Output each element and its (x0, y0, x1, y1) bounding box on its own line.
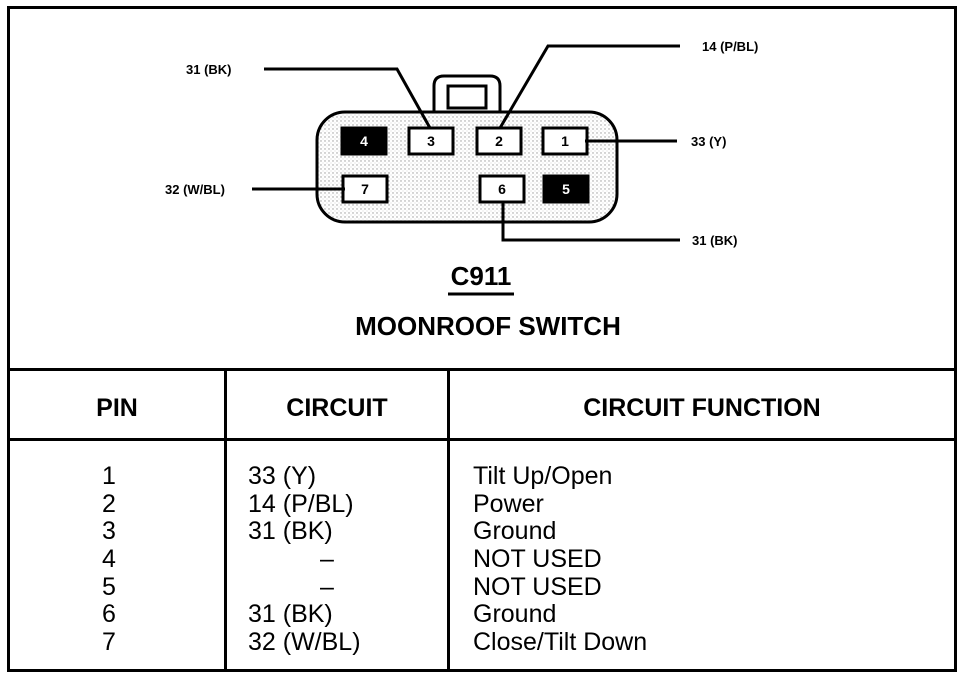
wire-label-pin-6: 31 (BK) (692, 233, 738, 248)
table-cell-function: NOT USED (473, 545, 602, 574)
connector-cavity-4: 4 (340, 126, 388, 156)
table-top-rule (7, 368, 957, 371)
cavity-number-7: 7 (361, 181, 369, 197)
leader-line-pin-3 (264, 67, 432, 129)
cavity-number-6: 6 (498, 181, 506, 197)
circuit-column: 33 (Y)14 (P/BL)31 (BK)––31 (BK)32 (W/BL) (248, 462, 438, 657)
connector-id: C911 (451, 261, 512, 291)
column-divider-1 (224, 368, 227, 672)
table-cell-function: NOT USED (473, 572, 602, 601)
header-circuit-function: CIRCUIT FUNCTION (583, 394, 821, 422)
header-circuit: CIRCUIT (286, 394, 388, 422)
table-cell-pin: 1 (102, 462, 116, 490)
connector-cavity-2: 2 (475, 126, 523, 156)
table-cell-pin: 7 (102, 628, 116, 657)
table-cell-pin: 6 (102, 600, 116, 629)
column-divider-2 (447, 368, 450, 672)
cavity-number-4: 4 (360, 133, 368, 149)
cavity-number-1: 1 (561, 133, 569, 149)
connector-lock-slot (446, 84, 488, 110)
connector-cavity-1: 1 (541, 126, 589, 156)
outer-frame (7, 6, 957, 672)
connector-diagram: 1 2 3 4 5 6 7 31 (BK) 14 (P/BL) 33 (Y) 32 (W/B… (165, 39, 758, 341)
table-cell-pin: 4 (102, 545, 116, 574)
table-cell-pin: 5 (102, 572, 116, 601)
connector-cavity-6: 6 (478, 174, 526, 204)
table-cell-function: Close/Tilt Down (473, 628, 648, 657)
table-cell-circuit: 31 (BK) (248, 600, 333, 629)
table-cell-circuit: – (320, 545, 334, 574)
table-cell-circuit: – (320, 572, 334, 601)
connector-name: MOONROOF SWITCH (355, 311, 621, 341)
table-cell-circuit: 14 (P/BL) (248, 489, 354, 518)
connector-cavity-7: 7 (341, 174, 389, 204)
table-cell-function: Ground (473, 517, 557, 546)
cavity-number-3: 3 (427, 133, 435, 149)
cavity-number-5: 5 (562, 181, 570, 197)
wire-label-pin-3: 31 (BK) (186, 62, 232, 77)
header-bottom-rule (7, 438, 957, 441)
wire-label-pin-2: 14 (P/BL) (702, 39, 758, 54)
wire-label-pin-1: 33 (Y) (691, 134, 726, 149)
table-cell-function: Ground (473, 600, 557, 629)
table-cell-pin: 2 (102, 489, 116, 518)
table-cell-circuit: 32 (W/BL) (248, 628, 361, 657)
wire-label-pin-7: 32 (W/BL) (165, 182, 225, 197)
table-cell-pin: 3 (102, 517, 116, 546)
table-cell-circuit: 31 (BK) (248, 517, 333, 546)
cavity-number-2: 2 (495, 133, 503, 149)
table-cell-function: Power (473, 489, 544, 518)
header-pin: PIN (96, 394, 138, 422)
connector-cavity-3: 3 (407, 126, 455, 156)
table-cell-circuit: 33 (Y) (248, 462, 317, 490)
leader-line-pin-2 (498, 44, 680, 129)
table-cell-function: Tilt Up/Open (473, 462, 613, 490)
leader-line-pin-6 (501, 203, 680, 242)
connector-cavity-5: 5 (542, 174, 590, 204)
